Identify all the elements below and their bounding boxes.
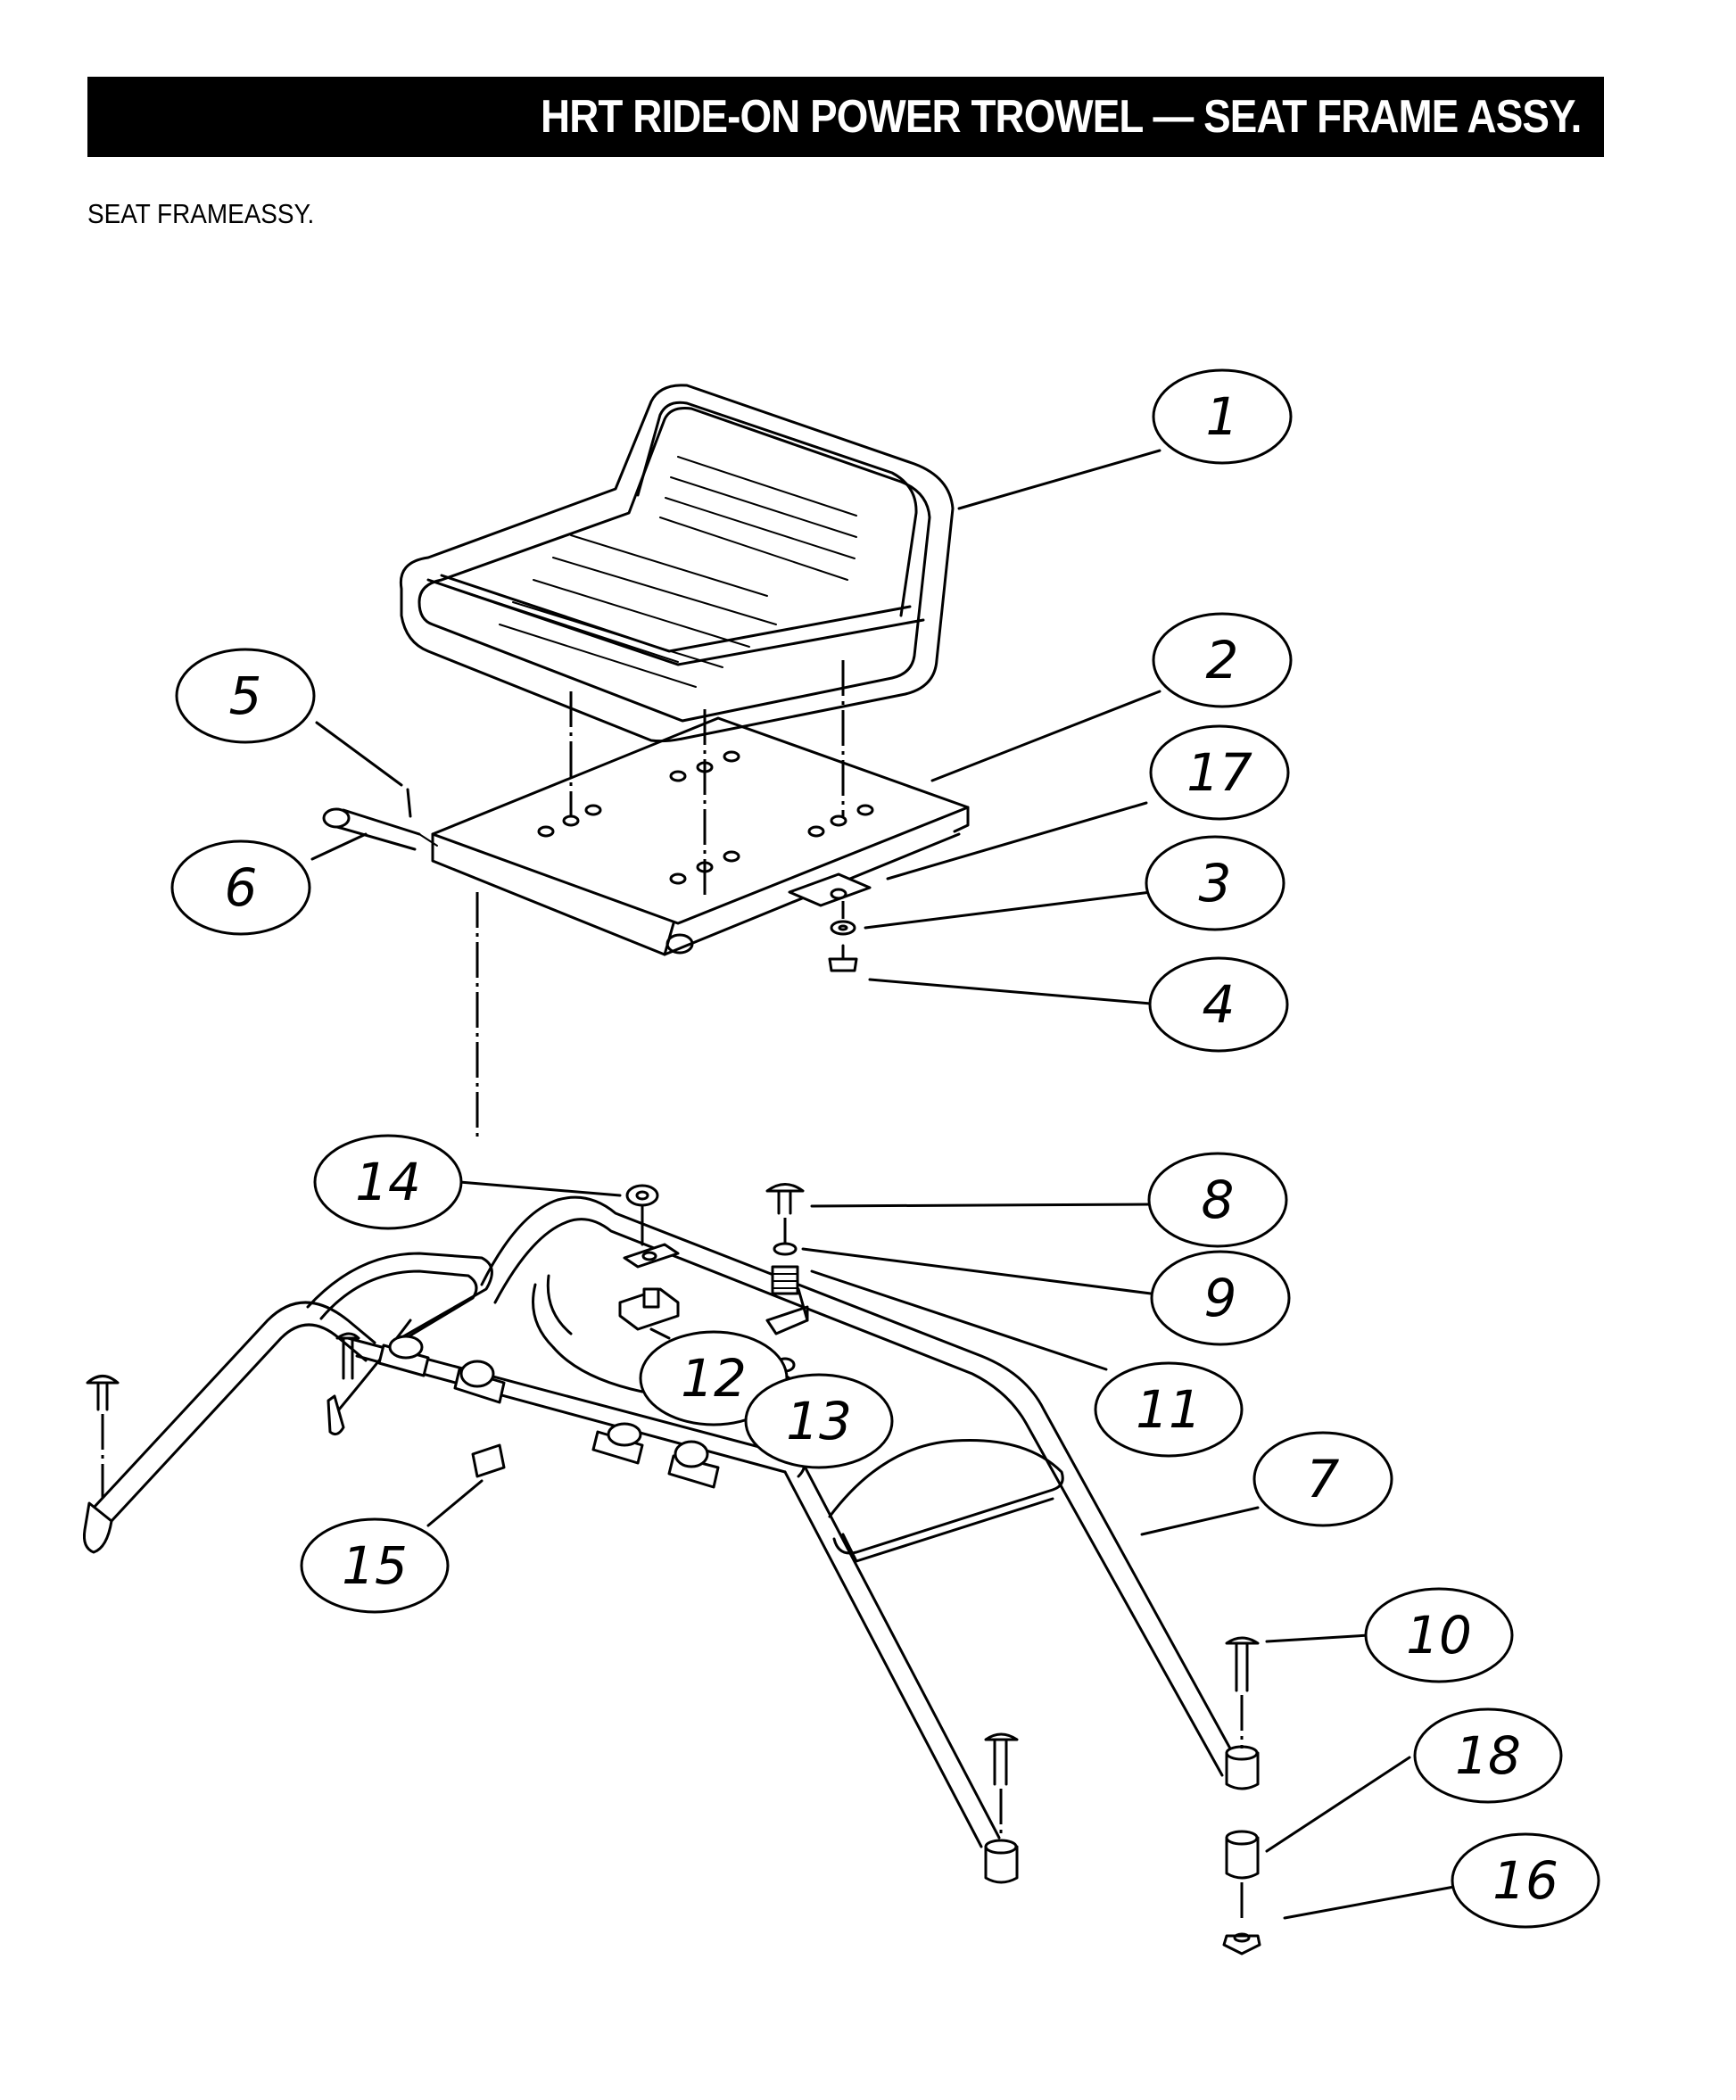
callout-14: 14 <box>313 1134 463 1230</box>
callout-label: 7 <box>1307 1449 1340 1509</box>
callout-label: 5 <box>229 666 262 726</box>
callout-6: 6 <box>170 839 311 936</box>
callout-label: 12 <box>681 1348 747 1409</box>
callout-label: 17 <box>1186 742 1252 803</box>
callout-7: 7 <box>1252 1431 1393 1527</box>
callout-15: 15 <box>300 1517 450 1614</box>
callout-label: 15 <box>342 1535 408 1596</box>
callout-10: 10 <box>1364 1587 1514 1683</box>
carriage-bolts <box>86 1183 1260 1838</box>
callout-18: 18 <box>1413 1707 1563 1804</box>
callout-13: 13 <box>744 1373 894 1469</box>
seat-plate-part <box>431 716 970 956</box>
plate-hardware-part <box>828 920 858 972</box>
callout-label: 16 <box>1492 1850 1558 1911</box>
callout-11: 11 <box>1094 1361 1244 1458</box>
callout-8: 8 <box>1147 1152 1288 1248</box>
pivot-pin-part <box>322 788 438 851</box>
callout-label: 14 <box>355 1152 421 1212</box>
callout-label: 1 <box>1206 386 1239 447</box>
callout-label: 4 <box>1203 974 1236 1035</box>
callout-label: 2 <box>1206 630 1239 690</box>
title-bar: HRT RIDE-ON POWER TROWEL — SEAT FRAME AS… <box>87 77 1604 157</box>
mount-hardware <box>471 1184 809 1478</box>
callout-16: 16 <box>1451 1832 1600 1929</box>
section-label: SEAT FRAMEASSY. <box>87 198 315 229</box>
seat-part <box>399 384 955 743</box>
callout-2: 2 <box>1152 612 1293 708</box>
callout-label: 13 <box>786 1391 852 1451</box>
leader-lines <box>310 449 1456 1920</box>
callout-17: 17 <box>1149 724 1290 821</box>
callout-label: 10 <box>1406 1605 1472 1666</box>
callout-9: 9 <box>1150 1250 1291 1346</box>
page-title: HRT RIDE-ON POWER TROWEL — SEAT FRAME AS… <box>540 91 1582 143</box>
callout-5: 5 <box>175 648 316 744</box>
callout-4: 4 <box>1148 956 1289 1053</box>
callout-3: 3 <box>1145 835 1285 931</box>
callout-label: 9 <box>1204 1268 1237 1328</box>
callout-1: 1 <box>1152 368 1293 465</box>
seat-frame-part <box>83 1195 1260 1884</box>
callout-label: 11 <box>1136 1379 1202 1440</box>
callout-12: 12 <box>639 1330 789 1426</box>
spacer-nut-hardware <box>1222 1830 1261 1955</box>
callout-label: 8 <box>1202 1170 1235 1230</box>
callout-label: 6 <box>225 857 258 918</box>
callout-label: 3 <box>1199 853 1232 914</box>
callout-label: 18 <box>1455 1725 1521 1786</box>
